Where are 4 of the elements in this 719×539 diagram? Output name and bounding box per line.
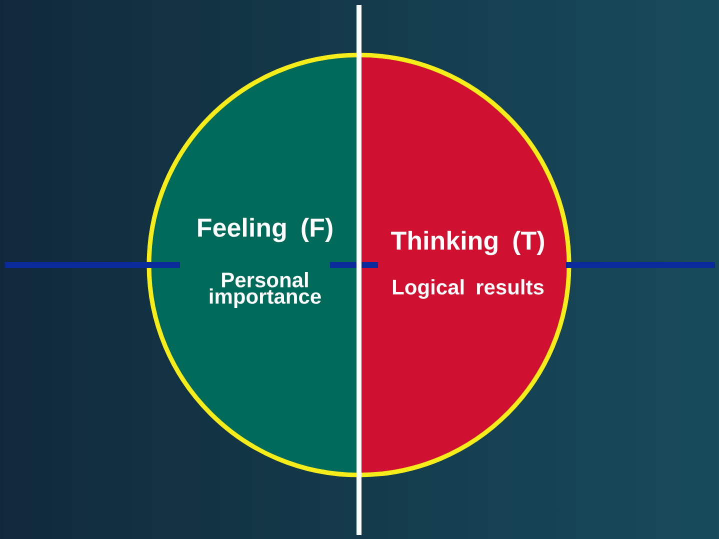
half-circle-title: Thinking (T): [391, 230, 544, 256]
half-circle-label: Personal importance: [210, 272, 321, 308]
half-circle-title: Feeling (F): [198, 218, 332, 242]
half-circle-label: Logical results: [392, 279, 544, 299]
